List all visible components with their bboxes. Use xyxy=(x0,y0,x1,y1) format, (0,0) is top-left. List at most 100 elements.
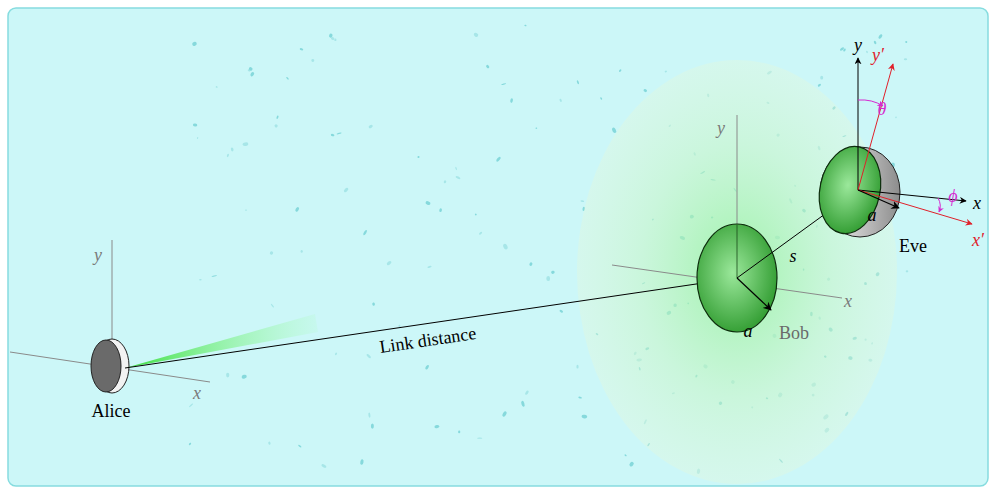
particle xyxy=(521,400,526,407)
particle xyxy=(624,454,627,457)
particle xyxy=(199,279,202,281)
particle xyxy=(192,41,198,46)
particle xyxy=(529,262,533,267)
particle xyxy=(226,373,229,378)
particle xyxy=(479,231,483,235)
particle xyxy=(269,251,273,256)
particle xyxy=(581,414,587,419)
particle xyxy=(578,396,582,399)
particle xyxy=(866,50,869,53)
particle xyxy=(455,167,457,171)
particle xyxy=(274,124,278,128)
axis-label: x xyxy=(973,194,981,212)
particle xyxy=(425,201,431,206)
particle xyxy=(501,83,506,86)
particle xyxy=(611,127,617,134)
particle xyxy=(336,132,341,135)
particle xyxy=(216,86,218,88)
angle-label: θ xyxy=(878,100,887,118)
particle xyxy=(276,115,279,119)
particle xyxy=(197,137,199,139)
particle xyxy=(817,83,821,87)
particle xyxy=(250,71,255,77)
particle xyxy=(473,32,479,38)
eve-rotated-axes xyxy=(858,64,972,224)
particle xyxy=(386,260,392,266)
particle xyxy=(559,309,563,313)
particle xyxy=(343,187,349,193)
particle xyxy=(477,438,482,439)
alice-aperture xyxy=(91,340,121,392)
axis-label: y xyxy=(94,246,102,264)
axis-label: x xyxy=(844,292,852,310)
particle xyxy=(439,208,442,212)
axis-label: y′ xyxy=(872,46,884,64)
particle xyxy=(331,134,335,137)
particle xyxy=(524,25,526,27)
particle xyxy=(363,229,368,235)
background-panel xyxy=(8,8,988,486)
particle xyxy=(546,276,550,281)
party-label: Bob xyxy=(779,324,809,342)
beam-footprint xyxy=(577,60,897,484)
radius-label: a xyxy=(744,322,753,340)
particle xyxy=(286,77,289,81)
particle xyxy=(496,156,502,162)
particle xyxy=(485,64,489,69)
eve-axes xyxy=(858,58,966,201)
particle xyxy=(458,431,460,434)
particle xyxy=(455,175,461,179)
particle xyxy=(551,270,555,274)
particle xyxy=(580,200,584,202)
particle xyxy=(230,147,233,152)
particle xyxy=(311,59,314,62)
axis-label: x′ xyxy=(972,231,984,249)
particle xyxy=(434,425,439,429)
particle xyxy=(321,463,327,468)
particle xyxy=(328,33,333,38)
particle xyxy=(510,98,513,103)
particle xyxy=(360,459,364,465)
particle xyxy=(248,66,253,71)
angle-label: ϕ xyxy=(948,187,957,205)
particle xyxy=(629,461,635,467)
particle xyxy=(873,40,877,44)
axis-label: y xyxy=(854,36,862,54)
particle xyxy=(299,48,303,51)
particle xyxy=(839,47,844,52)
particle xyxy=(211,275,217,277)
bob-axis-inner xyxy=(737,225,738,278)
beam xyxy=(125,314,318,368)
particle xyxy=(298,444,302,448)
particle xyxy=(242,142,248,146)
axis-label: x xyxy=(193,384,201,402)
particle xyxy=(559,98,562,102)
particle xyxy=(226,153,229,157)
particle xyxy=(643,89,647,93)
particle xyxy=(524,390,529,395)
particle xyxy=(368,412,371,417)
particle xyxy=(820,76,823,80)
particle xyxy=(443,180,446,184)
particle xyxy=(576,80,579,85)
particle xyxy=(502,243,508,250)
particle xyxy=(270,303,274,308)
party-label: Alice xyxy=(92,402,131,420)
particle xyxy=(335,352,338,355)
particle xyxy=(368,124,373,129)
particle xyxy=(300,250,303,253)
particle xyxy=(895,116,897,118)
particle xyxy=(366,353,372,358)
bob-radius-arrow xyxy=(737,278,771,310)
particle xyxy=(372,302,375,306)
particle xyxy=(417,156,420,158)
particle xyxy=(576,365,578,369)
radius-label: a xyxy=(868,206,877,224)
particle xyxy=(425,364,430,370)
particle xyxy=(904,58,907,60)
separation-label: s xyxy=(789,247,796,265)
particle xyxy=(535,127,537,129)
particle xyxy=(189,403,194,408)
